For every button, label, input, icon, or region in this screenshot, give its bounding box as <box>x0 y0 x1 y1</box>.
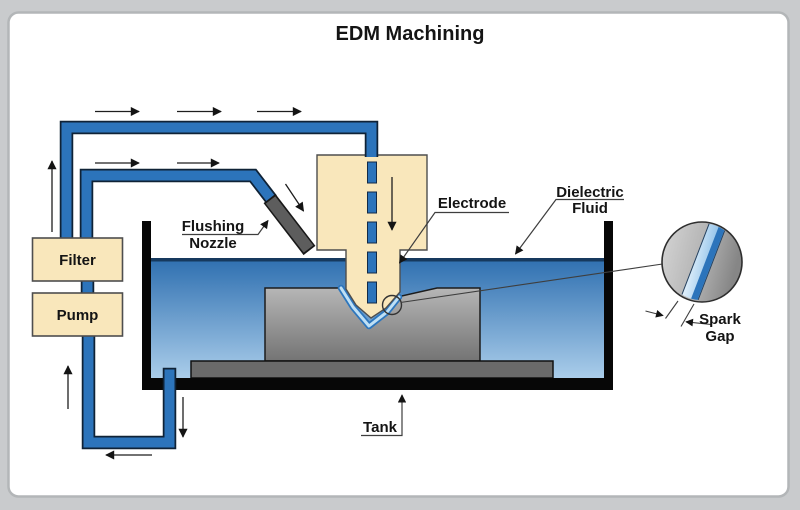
electrode-callout: Electrode <box>399 195 509 264</box>
spark-gap-detail: Spark Gap <box>400 214 743 345</box>
page-title: EDM Machining <box>336 23 485 45</box>
electrode-internal-channel <box>367 161 377 304</box>
spark-gap-label-line1: Spark <box>699 311 741 328</box>
tank-leader <box>361 394 407 437</box>
spark-gap-dimension-lines <box>645 300 712 327</box>
filter-box <box>31 237 124 282</box>
flushing-nozzle-callout: Flushing Nozzle <box>182 218 269 252</box>
pump-box <box>31 292 124 337</box>
flushing-nozzle-label-line2: Nozzle <box>189 235 237 252</box>
pipe-drain-run <box>83 335 175 448</box>
electrode-label: Electrode <box>438 195 506 212</box>
pipe-circuit <box>59 120 379 450</box>
base-plate <box>190 360 554 379</box>
spark-gap-fluid-film <box>337 284 403 330</box>
pump-unit: Pump <box>31 292 124 337</box>
pipe-nozzle-run <box>81 170 276 238</box>
flushing-nozzle-body <box>263 193 316 256</box>
flushing-nozzle-leader <box>182 219 269 236</box>
flushing-nozzle-label-line1: Flushing <box>182 218 245 235</box>
detail-view-connector-line <box>400 263 663 304</box>
filter-label: Filter <box>59 252 96 269</box>
flow-arrow-nozzle <box>284 183 305 212</box>
spark-zone-indicator-circle <box>381 294 403 316</box>
pump-label: Pump <box>57 307 99 324</box>
tank-label: Tank <box>363 419 398 436</box>
flow-arrows <box>47 106 305 460</box>
dielectric-fluid-label-line2: Fluid <box>572 200 608 217</box>
dielectric-fluid-label-line1: Dielectric <box>556 184 624 201</box>
dielectric-fluid-callout: Dielectric Fluid <box>514 184 624 255</box>
filter-unit: Filter <box>31 237 124 282</box>
pipe-top-run <box>61 122 377 238</box>
tank-callout: Tank <box>361 394 407 437</box>
spark-gap-label-line2: Gap <box>705 328 734 345</box>
electrode-leader <box>399 211 509 264</box>
dielectric-fluid-leader <box>514 198 624 255</box>
